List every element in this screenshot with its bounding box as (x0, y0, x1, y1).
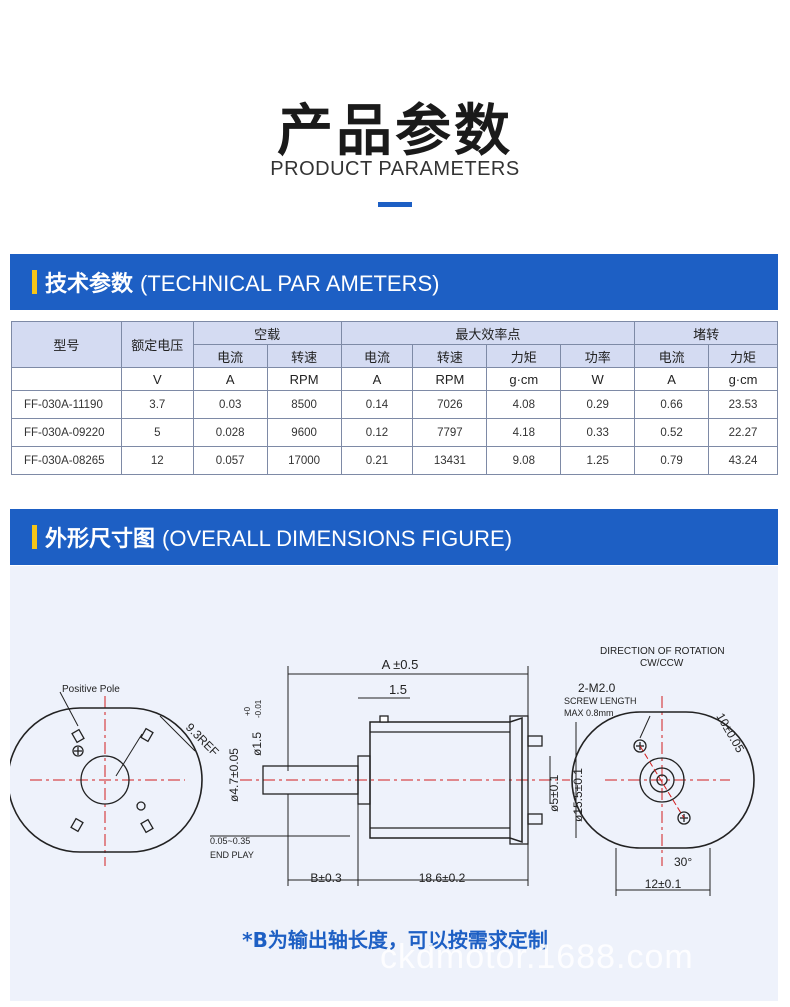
table-row: FF-030A-09220 5 0.028 9600 0.12 7797 4.1… (11, 418, 778, 447)
section-accent (32, 525, 37, 549)
th-unit: V (120, 367, 194, 391)
shaft-length-note: *B为输出轴长度，可以按需求定制 (242, 928, 548, 952)
th-current: 电流 (634, 344, 710, 368)
table-cell: 7797 (412, 418, 488, 447)
th-torque: 力矩 (708, 344, 778, 368)
section-title-cn: 外形尺寸图 (45, 527, 156, 552)
title-underline (378, 202, 412, 207)
dimensions-drawing: Positive Pole 9.3REF A ±0.5 1.5 ø4 (10, 646, 755, 896)
table-cell: 12 (120, 446, 194, 475)
label-screw-length: SCREW LENGTH (564, 696, 637, 706)
table-cell: 9.08 (486, 446, 562, 475)
table-cell: 0.29 (560, 390, 636, 419)
label-end-play-value: 0.05~0.35 (210, 836, 250, 846)
section-technical-parameters: 技术参数 (TECHNICAL PAR AMETERS) (10, 254, 778, 310)
th-unit: g·cm (486, 367, 562, 391)
table-cell: 0.028 (192, 418, 268, 447)
label-b-dim: B±0.3 (310, 871, 342, 885)
dimensions-figure: Positive Pole 9.3REF A ±0.5 1.5 ø4 (10, 566, 778, 1001)
section-title-cn: 技术参数 (45, 272, 134, 297)
watermark: ckdmotor.1688.com (380, 938, 694, 976)
page-subtitle: PRODUCT PARAMETERS (270, 158, 520, 180)
th-unit: A (192, 367, 268, 391)
th-model: 型号 (11, 321, 122, 368)
table-cell: 23.53 (708, 390, 778, 419)
table-row: FF-030A-11190 3.7 0.03 8500 0.14 7026 4.… (11, 390, 778, 419)
th-unit: RPM (266, 367, 342, 391)
table-cell: 9600 (266, 418, 342, 447)
th-stall: 堵转 (634, 321, 778, 345)
label-shaft-tol-dn: -0.01 (254, 699, 263, 718)
side-view: A ±0.5 1.5 ø4.7±0.05 ø1.5 +0 -0.01 0.05~… (210, 657, 585, 886)
label-shaft-dia: ø1.5 (250, 732, 264, 756)
th-unit: RPM (412, 367, 488, 391)
section-title-en: (TECHNICAL PAR AMETERS) (140, 271, 440, 296)
table-cell: 0.52 (634, 418, 710, 447)
label-end-play: END PLAY (210, 850, 254, 860)
left-end-view: Positive Pole 9.3REF (10, 684, 222, 866)
cell-model: FF-030A-08265 (11, 446, 122, 475)
label-length: 18.6±0.2 (419, 871, 466, 885)
label-dia-4-7: ø4.7±0.05 (227, 748, 241, 802)
section-title-en: (OVERALL DIMENSIONS FIGURE) (162, 526, 513, 551)
label-10: 10±0.05 (713, 711, 747, 756)
th-power: 功率 (560, 344, 636, 368)
label-angle: 30° (674, 855, 692, 869)
section-overall-dimensions: 外形尺寸图 (OVERALL DIMENSIONS FIGURE) (10, 509, 778, 565)
table-cell: 17000 (266, 446, 342, 475)
table-cell: 0.14 (340, 390, 414, 419)
label-1-5: 1.5 (389, 682, 407, 697)
front-end-view: DIRECTION OF ROTATION CW/CCW 2-M2.0 SCRE… (564, 646, 755, 896)
th-unit: W (560, 367, 636, 391)
table-cell: 0.66 (634, 390, 710, 419)
th-unit-blank (11, 367, 122, 391)
table-cell: 4.18 (486, 418, 562, 447)
label-max-length: MAX 0.8mm (564, 708, 614, 718)
parameters-table: 型号 额定电压 空载 最大效率点 堵转 电流 转速 电流 转速 力矩 功率 电流… (11, 321, 778, 475)
th-unit: A (340, 367, 414, 391)
table-cell: 0.12 (340, 418, 414, 447)
th-unit: g·cm (708, 367, 778, 391)
th-torque: 力矩 (486, 344, 562, 368)
table-cell: 22.27 (708, 418, 778, 447)
th-voltage: 额定电压 (120, 321, 194, 368)
th-speed: 转速 (412, 344, 488, 368)
table-cell: 0.33 (560, 418, 636, 447)
table-cell: 13431 (412, 446, 488, 475)
table-cell: 4.08 (486, 390, 562, 419)
cell-model: FF-030A-09220 (11, 418, 122, 447)
table-cell: 7026 (412, 390, 488, 419)
label-dia-15-5: ø15.5±0.1 (571, 768, 585, 822)
table-cell: 3.7 (120, 390, 194, 419)
table-cell: 0.03 (192, 390, 268, 419)
table-cell: 0.057 (192, 446, 268, 475)
th-speed: 转速 (266, 344, 342, 368)
table-cell: 8500 (266, 390, 342, 419)
page-title: 产品参数 (277, 99, 513, 164)
label-a-dim: A ±0.5 (382, 657, 419, 672)
label-m2: 2-M2.0 (578, 681, 616, 695)
th-no-load: 空载 (192, 321, 342, 345)
label-rotation: DIRECTION OF ROTATION (600, 646, 725, 657)
th-unit: A (634, 367, 710, 391)
th-current: 电流 (340, 344, 414, 368)
label-shaft-tol-up: +0 (243, 706, 252, 716)
table-row: FF-030A-08265 12 0.057 17000 0.21 13431 … (11, 446, 778, 475)
label-ref: 9.3REF (183, 720, 222, 759)
table-cell: 0.21 (340, 446, 414, 475)
table-cell: 0.79 (634, 446, 710, 475)
label-cw-ccw: CW/CCW (640, 658, 684, 669)
section-accent (32, 270, 37, 294)
label-dia-5: ø5±0.1 (547, 774, 561, 812)
cell-model: FF-030A-11190 (11, 390, 122, 419)
table-cell: 43.24 (708, 446, 778, 475)
label-12: 12±0.1 (645, 877, 682, 891)
label-positive-pole: Positive Pole (62, 684, 120, 695)
th-current: 电流 (192, 344, 268, 368)
th-max-efficiency: 最大效率点 (340, 321, 636, 345)
table-cell: 5 (120, 418, 194, 447)
table-cell: 1.25 (560, 446, 636, 475)
